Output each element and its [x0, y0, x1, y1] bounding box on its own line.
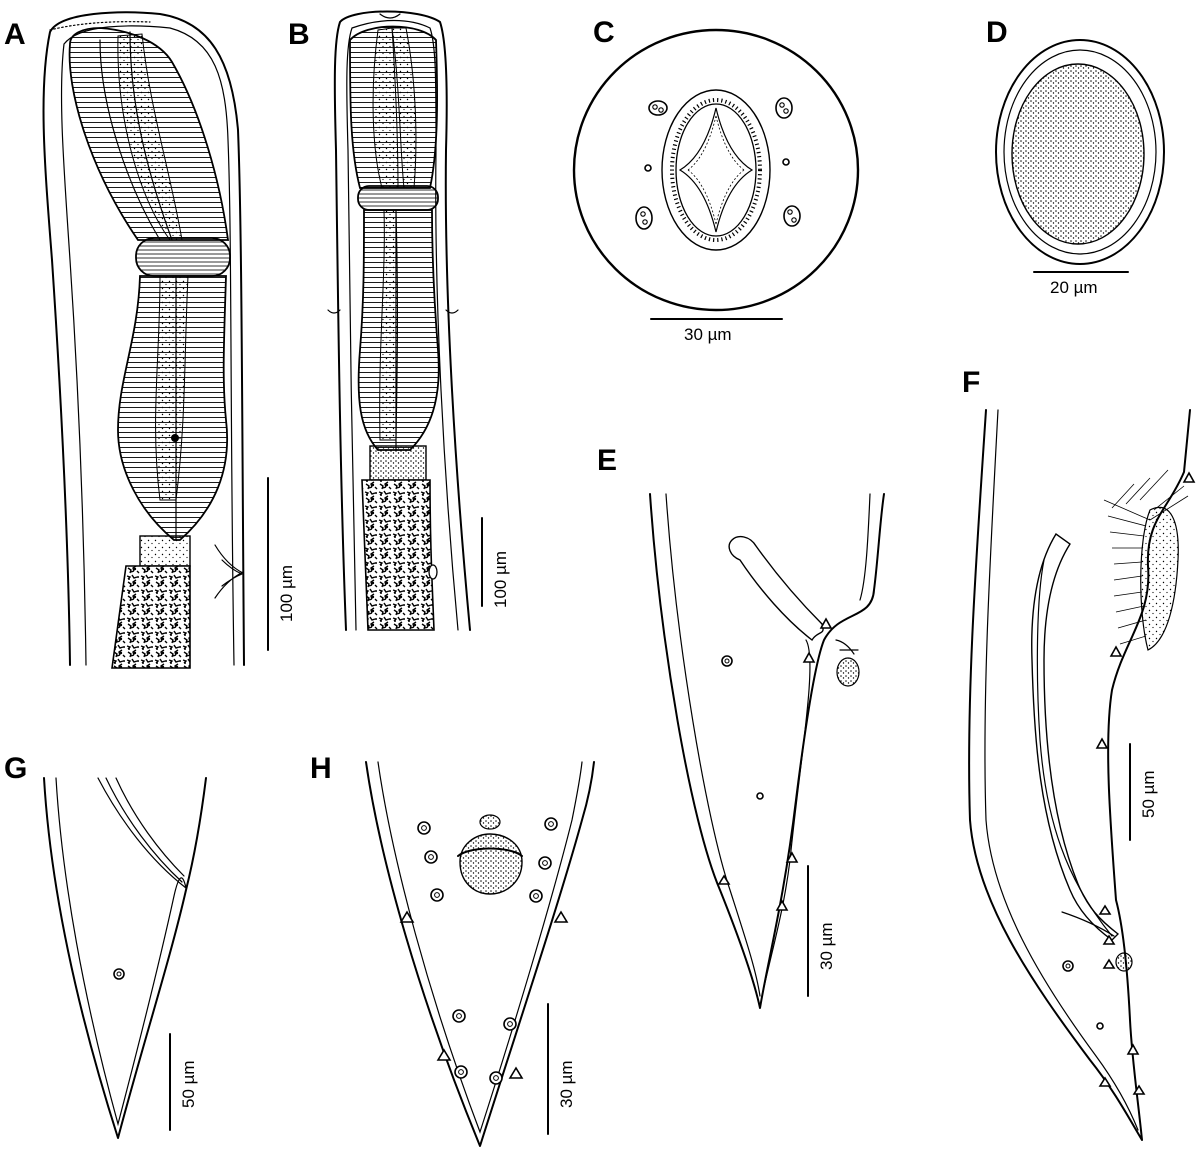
panel-b-scale-bar: 100 µm [481, 517, 510, 608]
panel-c-mouth [661, 89, 771, 251]
panel-h-papillae [399, 817, 569, 1085]
panel-f-papillae [1062, 471, 1196, 1095]
panel-b-intestine [361, 445, 438, 631]
panel-a-body-outline [42, 11, 245, 666]
panel-e-label: E [597, 444, 617, 477]
panel-f-cloacal-papilla [1115, 952, 1133, 972]
panel-b: B 100 µm [288, 10, 510, 631]
panel-e-scale-bar: 30 µm [807, 865, 836, 997]
panel-a-nerve-ring [135, 237, 231, 277]
panel-c-papilla-tl [648, 100, 668, 116]
panel-e-spicule [728, 535, 824, 642]
panel-e: E 30 µm [597, 444, 885, 1009]
panel-h-cloaca [457, 814, 523, 895]
panel-f-label: F [962, 366, 980, 399]
panel-d-label: D [986, 16, 1008, 49]
panel-b-label: B [288, 18, 310, 51]
panel-e-papillae [717, 617, 833, 911]
panel-b-oesophagus [349, 25, 440, 451]
panel-a-scale-bar: 100 µm [267, 477, 296, 651]
panel-d-scale-label: 20 µm [1050, 278, 1098, 297]
panel-g-scale-label: 50 µm [179, 1060, 198, 1108]
panel-c: C 30 µm [572, 16, 860, 344]
panel-b-excretory-pore [428, 564, 438, 580]
panel-h-scale-bar: 30 µm [547, 1003, 576, 1135]
panel-h-tail-outline [365, 761, 595, 1147]
panel-b-body-outline [327, 10, 471, 631]
panel-f-caudal-ala [1103, 469, 1189, 651]
panel-f-spicule [1031, 532, 1120, 941]
panel-a-label: A [4, 18, 26, 51]
panel-e-cloacal-papilla [836, 657, 860, 687]
panel-c-scale-bar: 30 µm [650, 318, 783, 344]
panel-f: F [962, 366, 1196, 1141]
panel-c-amphid-left [644, 164, 652, 172]
panel-g: G 50 µm [4, 752, 207, 1139]
panel-h-label: H [310, 752, 332, 785]
panel-b-nerve-ring [357, 185, 439, 211]
panel-h-scale-label: 30 µm [557, 1060, 576, 1108]
panel-g-label: G [4, 752, 27, 785]
panel-d-scale-bar: 20 µm [1033, 271, 1129, 297]
panel-d-egg [995, 39, 1165, 265]
panel-c-papillae [635, 97, 801, 230]
panel-c-papilla-tr [775, 97, 793, 119]
panel-c-label: C [593, 16, 615, 49]
panel-f-scale-label: 50 µm [1139, 770, 1158, 818]
panel-e-scale-label: 30 µm [817, 922, 836, 970]
panel-a-intestine [111, 535, 191, 669]
panel-a-scale-label: 100 µm [277, 565, 296, 622]
panel-c-papilla-br [783, 205, 801, 227]
panel-c-amphid-right [782, 158, 790, 166]
panel-b-scale-label: 100 µm [491, 551, 510, 608]
panel-a-oesophagus [68, 27, 231, 541]
panel-c-papilla-bl [635, 206, 653, 230]
panel-a-excretory-pore-dot [171, 434, 179, 442]
panel-c-scale-label: 30 µm [684, 325, 732, 344]
panel-g-phasmid [113, 968, 125, 980]
panel-a: A 100 µm [4, 11, 296, 669]
panel-a-deirid [214, 544, 244, 599]
panel-d: D 20 µm [986, 16, 1165, 297]
panel-h: H 30 µm [310, 752, 595, 1147]
panel-g-tail-outline [43, 777, 207, 1139]
panel-f-scale-bar: 50 µm [1129, 743, 1158, 841]
panel-g-scale-bar: 50 µm [169, 1033, 198, 1131]
